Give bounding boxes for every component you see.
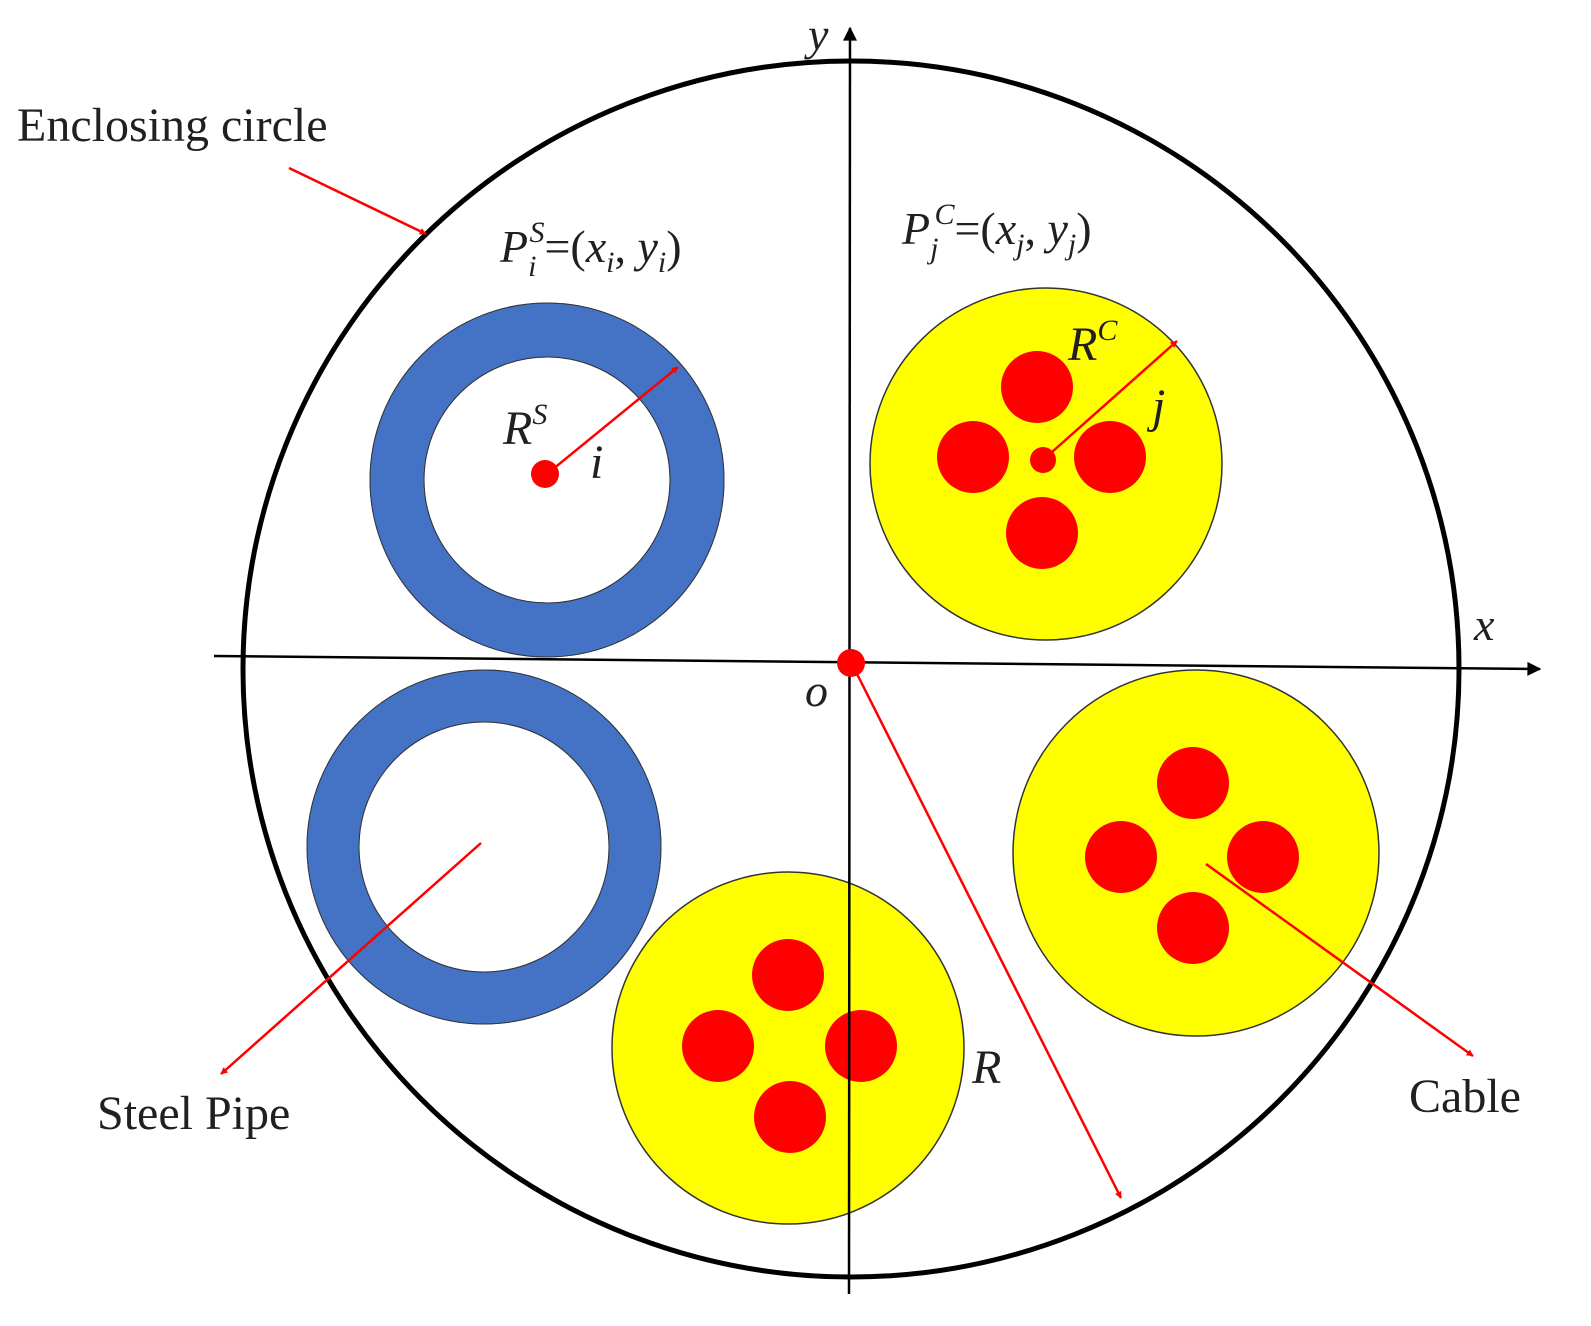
cable-label: Cable [1409, 1070, 1521, 1123]
conductor [1006, 497, 1078, 569]
steel-pipe-center-point [531, 460, 559, 488]
cable-top [869, 287, 1223, 641]
conductor [1085, 821, 1157, 893]
cable-radius-label: RC [1067, 314, 1118, 371]
conductor [682, 1010, 754, 1082]
steel-pipe-top [369, 302, 725, 658]
x-axis [213, 654, 1542, 676]
origin-point [837, 649, 865, 677]
conductor [1157, 747, 1229, 819]
conductor [825, 1010, 897, 1082]
outer-radius-arrow [850, 663, 1123, 1199]
cable-bottom-center [611, 871, 965, 1225]
steel-pipe-radius-arrow [546, 366, 679, 475]
steel-pipe-center-label: i [590, 436, 603, 489]
conductor [937, 421, 1009, 493]
enclosing-circle-label: Enclosing circle [17, 99, 328, 152]
conductor [752, 939, 824, 1011]
cable-bottom-right [1012, 669, 1380, 1037]
conductor [754, 1081, 826, 1153]
cable-radius-arrow [1042, 340, 1178, 461]
cable-position-formula: PjC=(xj, yj) [901, 198, 1092, 265]
cable-pointer-arrow [1205, 862, 1474, 1058]
conductor [1227, 821, 1299, 893]
outer-radius-label: R [971, 1041, 1001, 1094]
conductor [1074, 421, 1146, 493]
y-axis-label: y [804, 9, 829, 60]
steel-pipe-radius-label: RS [502, 398, 547, 455]
x-axis-label: x [1473, 599, 1495, 650]
conductor [1157, 892, 1229, 964]
steel-pipe-position-formula: PiS=(xi, yi) [499, 216, 682, 283]
conductor [1001, 351, 1073, 423]
origin-label: o [805, 665, 828, 716]
steel-pipe-pointer-arrow [220, 842, 482, 1075]
steel-pipe-label: Steel Pipe [97, 1087, 290, 1140]
enclosing-circle-pointer-arrow [288, 166, 427, 236]
steel-pipe-bottom [306, 669, 662, 1025]
